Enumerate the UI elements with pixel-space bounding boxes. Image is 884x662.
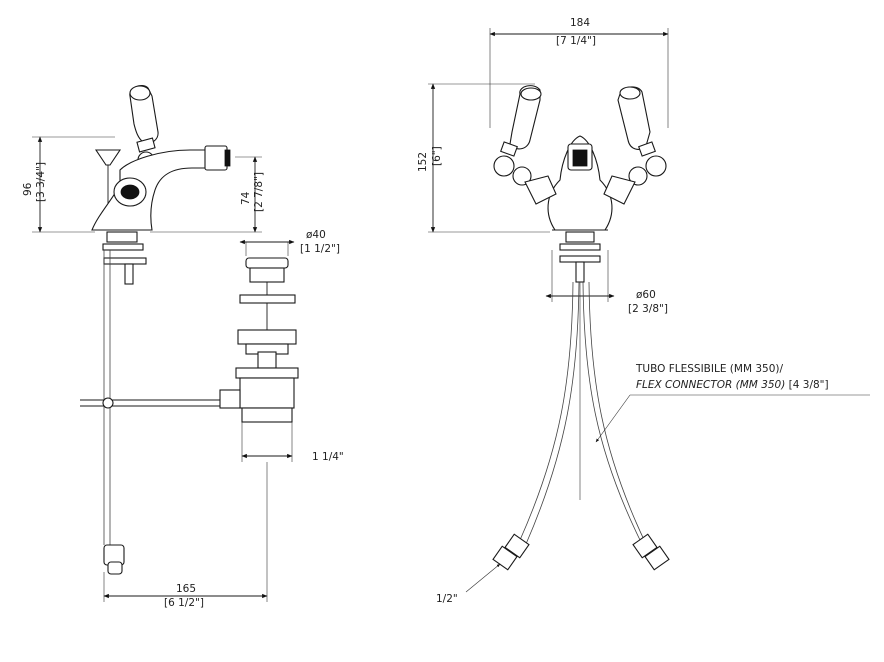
tap-body — [91, 145, 231, 231]
dimension-width-total: 184 [7 1/4"] — [489, 17, 669, 128]
dimension-front-height: 152 [6"] — [417, 83, 550, 233]
dimension-front-height-mm: 152 — [417, 152, 429, 172]
dimension-height-total-inch: [3 3/4"] — [35, 162, 47, 202]
dimension-base-diameter-mm: ø60 — [636, 289, 656, 301]
dimension-projection-inch: [6 1/2"] — [164, 597, 204, 609]
front-shank — [559, 231, 601, 500]
dimension-base-diameter-inch: [2 3/8"] — [628, 303, 668, 315]
dimension-spout-height-inch: [2 7/8"] — [253, 172, 265, 212]
waste-assembly — [219, 257, 299, 423]
dimension-base-diameter: ø60 [2 3/8"] — [545, 250, 668, 315]
dimension-connector-thread: 1/2" — [436, 563, 501, 605]
side-view: 96 [3 3/4"] 74 [2 7/8"] — [22, 85, 344, 609]
right-lever — [617, 86, 667, 186]
flex-note-line2-italic: FLEX CONNECTOR (MM 350) — [636, 379, 785, 391]
dimension-connector-thread-inch: 1/2" — [436, 593, 458, 605]
dimension-waste-thread-inch: 1 1/4" — [312, 451, 344, 463]
dimension-front-height-inch: [6"] — [431, 146, 443, 166]
dimension-spout-height: 74 [2 7/8"] — [150, 156, 265, 233]
dimension-height-total: 96 [3 3/4"] — [22, 136, 115, 233]
dimension-waste-diameter: ø40 [1 1/2"] — [239, 229, 340, 256]
dimension-waste-diameter-inch: [1 1/2"] — [300, 243, 340, 255]
dimension-waste-thread: 1 1/4" — [241, 422, 344, 463]
left-lever — [493, 85, 542, 186]
dimension-height-total-mm: 96 — [22, 182, 34, 196]
dimension-width-total-mm: 184 — [570, 17, 590, 29]
flex-hoses — [492, 281, 670, 571]
flex-note-line2: FLEX CONNECTOR (MM 350) [4 3/8"] — [636, 379, 829, 391]
front-view: 184 [7 1/4"] 152 [6"] — [417, 17, 870, 605]
front-body — [524, 135, 636, 231]
dimension-waste-diameter-mm: ø40 — [306, 229, 326, 241]
dimension-width-total-inch: [7 1/4"] — [556, 35, 596, 47]
flex-connector-note: TUBO FLESSIBILE (MM 350)/ FLEX CONNECTOR… — [595, 363, 870, 443]
dimension-projection: 165 [6 1/2"] — [103, 462, 268, 609]
flex-note-line1: TUBO FLESSIBILE (MM 350)/ — [635, 363, 783, 375]
mounting-shank — [80, 231, 220, 575]
dimension-projection-mm: 165 — [176, 583, 196, 595]
dimension-spout-height-mm: 74 — [240, 191, 252, 205]
flex-note-line2-suffix: [4 3/8"] — [785, 379, 828, 391]
